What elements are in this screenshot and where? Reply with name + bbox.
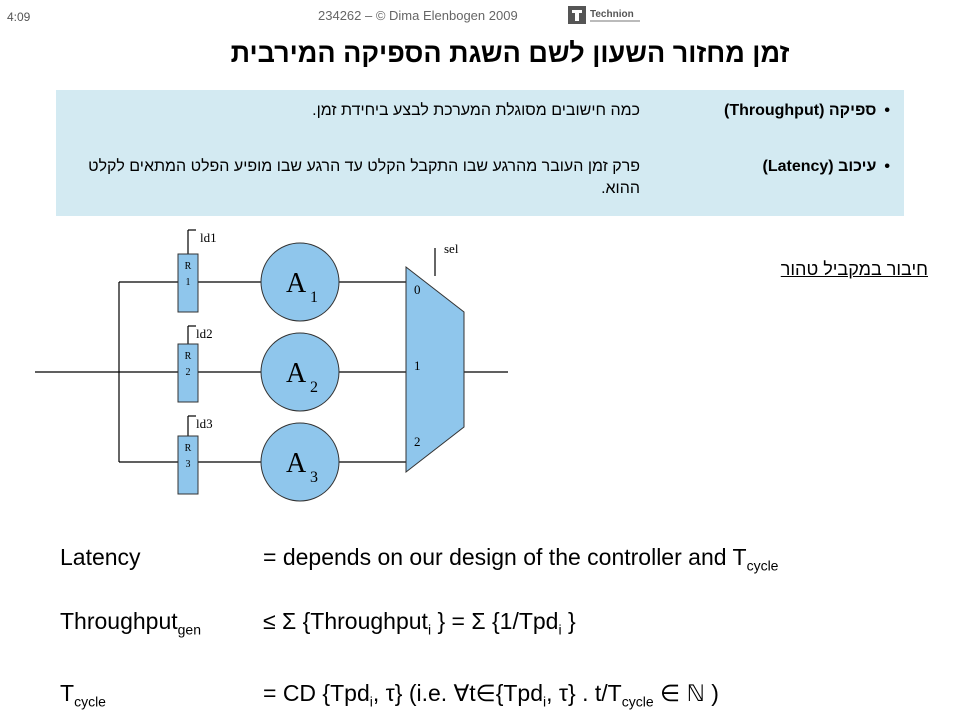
technion-logo: Technion — [568, 6, 640, 24]
unit-a1-index: 1 — [310, 289, 318, 306]
register-2-r: R — [185, 351, 192, 362]
register-2: R 2 — [177, 343, 199, 403]
register-1-r: R — [185, 261, 192, 272]
unit-a1: A 1 — [260, 242, 340, 322]
term-throughput: ספיקה (Throughput) — [690, 100, 890, 122]
description-latency: פרק זמן העובר מהרגע שבו התקבל הקלט עד הר… — [88, 158, 640, 197]
latency-equation: = depends on our design of the controlle… — [263, 544, 779, 574]
register-3-r: R — [185, 443, 192, 454]
register-3-index: 3 — [186, 459, 191, 470]
unit-a2-letter: A — [286, 358, 307, 389]
mux-select-label: sel — [444, 241, 459, 256]
parallel-datapath-diagram: R 1 R 2 R 3 ld1 ld2 ld3 A 1 A 2 A 3 0 1 … — [35, 229, 508, 502]
tcycle-label: Tcycle — [60, 680, 106, 710]
logo-text: Technion — [590, 9, 634, 20]
throughput-equation: ≤ Σ {Throughputi } = Σ {1/Tpdi } — [263, 608, 576, 638]
unit-a2-index: 2 — [310, 379, 318, 396]
load-label-3: ld3 — [196, 416, 213, 431]
register-3: R 3 — [177, 435, 199, 495]
copyright-text: 234262 – © Dima Elenbogen 2009 — [318, 8, 518, 23]
throughput-label: Throughputgen — [60, 608, 201, 638]
slide-number: 4:09 — [7, 10, 31, 24]
mux-input-0: 0 — [414, 282, 421, 297]
parallel-connection-label: חיבור במקביל טהור — [780, 259, 928, 279]
term-latency: עיכוב (Latency) — [690, 156, 890, 178]
definitions-box: ספיקה (Throughput) כמה חישובים מסוגלת המ… — [56, 90, 904, 216]
unit-a3: A 3 — [260, 422, 340, 502]
latency-label: Latency — [60, 544, 141, 570]
multiplexer: 0 1 2 — [405, 265, 465, 474]
unit-a2: A 2 — [260, 332, 340, 412]
load-label-1: ld1 — [200, 230, 217, 245]
unit-a3-letter: A — [286, 448, 307, 479]
load-label-2: ld2 — [196, 326, 213, 341]
register-2-index: 2 — [186, 367, 191, 378]
mux-input-1: 1 — [414, 358, 421, 373]
slide-title: זמן מחזור השעון לשם השגת הספיקה המירבית — [230, 38, 790, 68]
unit-a3-index: 3 — [310, 469, 318, 486]
mux-input-2: 2 — [414, 434, 421, 449]
tcycle-equation: = CD {Tpdi, τ} (i.e. ∀t∈{Tpdi, τ} . t/Tc… — [263, 680, 719, 710]
register-1-index: 1 — [186, 277, 191, 288]
unit-a1-letter: A — [286, 268, 307, 299]
register-1: R 1 — [177, 253, 199, 313]
description-throughput: כמה חישובים מסוגלת המערכת לבצע ביחידת זמ… — [312, 102, 640, 119]
